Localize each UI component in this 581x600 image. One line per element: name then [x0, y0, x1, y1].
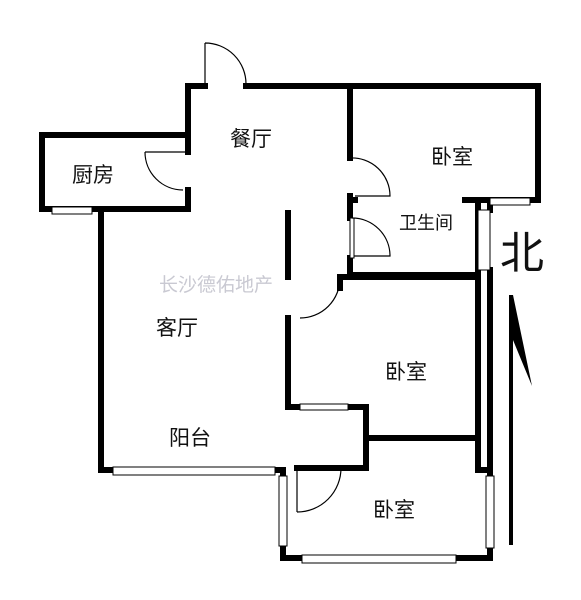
- room-labels: 餐厅 卧室 厨房 卫生间 客厅 卧室 阳台 卧室: [72, 127, 473, 522]
- bedroom-top-window: [489, 197, 531, 206]
- bedroom-bottom-door: [296, 467, 342, 513]
- bathroom-door-frame: [349, 217, 355, 259]
- room-label-dining: 餐厅: [230, 127, 272, 151]
- room-label-living: 客厅: [156, 316, 198, 340]
- bathroom-door: [351, 217, 391, 257]
- entrance-door: [204, 42, 247, 86]
- north-arrow: 北: [500, 228, 544, 545]
- bedroom-top-door: [349, 157, 391, 197]
- bedroom-bottom-window-bottom: [301, 554, 457, 564]
- kitchen-door: [144, 151, 188, 191]
- bedroom-mid-window: [299, 403, 349, 411]
- watermark-text: 长沙德佑地产: [159, 274, 273, 296]
- room-label-bedroom-mid: 卧室: [385, 360, 427, 384]
- bedroom-mid-door: [299, 277, 341, 319]
- room-label-bathroom: 卫生间: [399, 213, 453, 234]
- windows: [51, 197, 531, 564]
- doors: [144, 42, 391, 513]
- balcony-window: [112, 466, 276, 476]
- kitchen-walls: [39, 132, 191, 212]
- walls: [39, 83, 541, 561]
- corridor-wall: [285, 210, 369, 471]
- kitchen-window: [51, 206, 93, 215]
- room-label-bedroom-bottom: 卧室: [373, 498, 415, 522]
- room-label-kitchen: 厨房: [72, 163, 114, 187]
- bedroom-mid-walls: [337, 274, 481, 473]
- bathroom-walls: [347, 197, 481, 278]
- north-label: 北: [500, 228, 544, 279]
- bedroom-bottom-window-left: [278, 475, 288, 547]
- dining-bedroom-wall: [347, 83, 493, 203]
- north-arrow-icon: [509, 295, 532, 545]
- bedroom-bottom-window-right: [485, 475, 495, 549]
- room-label-bedroom-top: 卧室: [431, 145, 473, 169]
- room-label-balcony: 阳台: [169, 426, 211, 450]
- bathroom-window: [477, 209, 491, 271]
